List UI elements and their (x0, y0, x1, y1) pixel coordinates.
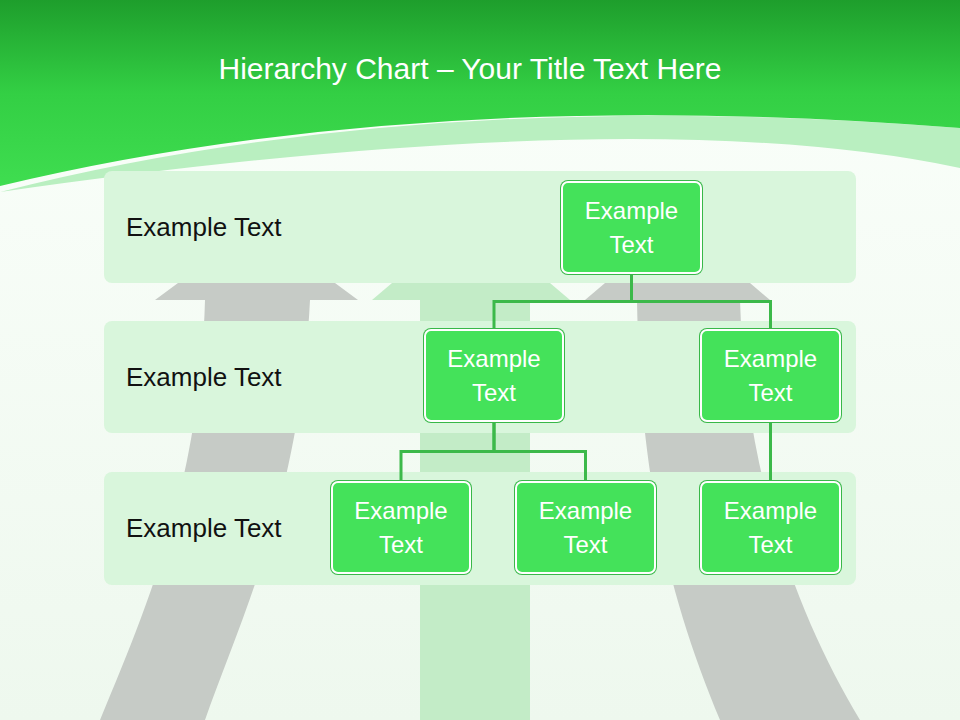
box-label: Example Text (710, 494, 831, 560)
slide-title: Hierarchy Chart – Your Title Text Here (0, 52, 940, 86)
box-label: Example Text (571, 194, 692, 260)
org-box: Example Text (561, 181, 702, 274)
box-label: Example Text (710, 342, 831, 408)
box-label: Example Text (434, 342, 554, 408)
org-box: Example Text (424, 329, 564, 422)
org-box: Example Text (700, 329, 841, 422)
header-bar (0, 0, 960, 186)
box-label: Example Text (341, 494, 461, 560)
arrow-head (155, 283, 358, 300)
box-label: Example Text (525, 494, 646, 560)
level-band: Example Text Example Text Example Text Exam… (104, 472, 856, 585)
org-box: Example Text (331, 481, 471, 574)
level-label: Example Text (126, 362, 282, 393)
level-band: Example Text Example Text Example Text (104, 321, 856, 433)
level-label: Example Text (126, 513, 282, 544)
org-box: Example Text (700, 481, 841, 574)
arrow-illustration (100, 283, 860, 720)
org-box: Example Text (515, 481, 656, 574)
level-band: Example Text Example Text (104, 171, 856, 283)
arrow-head (372, 283, 570, 300)
level-label: Example Text (126, 212, 282, 243)
arrow-head (585, 283, 770, 300)
